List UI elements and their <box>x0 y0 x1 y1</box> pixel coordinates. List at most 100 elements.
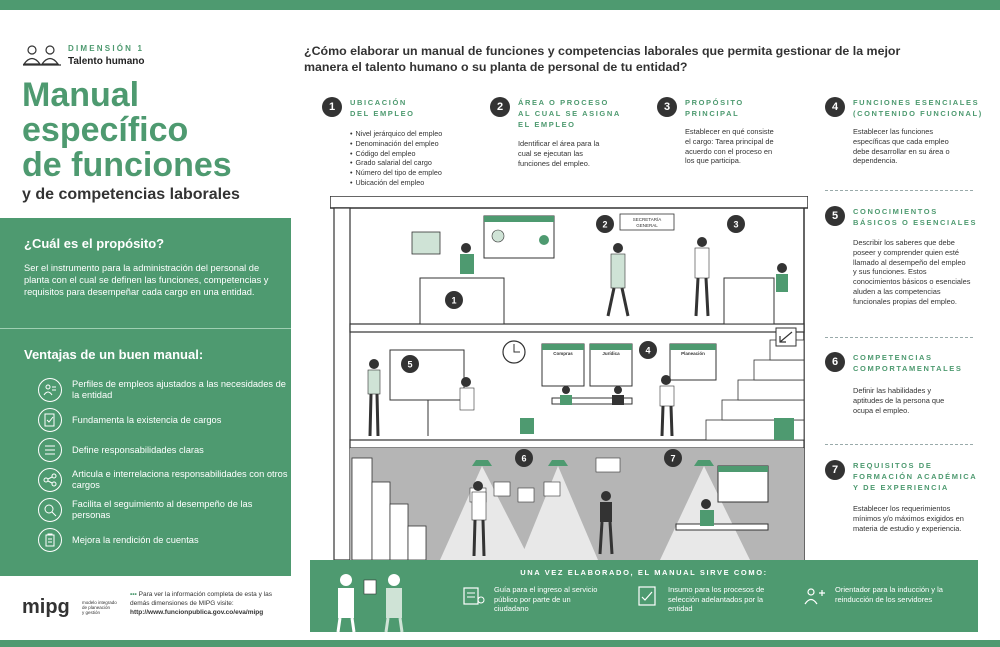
advantage-text: Facilita el seguimiento al desempeño de … <box>72 499 253 520</box>
step-title-line: PROPÓSITO <box>685 98 744 107</box>
step-2: 2 ÁREA O PROCESO AL CUAL SE ASIGNA EL EM… <box>490 97 650 168</box>
step-title: COMPETENCIAS COMPORTAMENTALES <box>853 352 962 374</box>
step-desc: Establecer los requerimientos mínimos y/… <box>853 504 964 533</box>
presentation-whiteboard <box>389 349 465 401</box>
marker-number: 3 <box>733 220 738 230</box>
list-item: Ubicación del empleo <box>350 178 490 188</box>
advantage-item: Mejora la rendición de cuentas <box>38 525 288 555</box>
marker-number: 6 <box>521 454 526 464</box>
board-compras <box>541 343 585 387</box>
step-title-line: COMPETENCIAS <box>853 353 933 362</box>
advantage-item: Perfiles de empleos ajustados a las nece… <box>38 375 288 405</box>
dimension-label: DIMENSIÓN 1 <box>68 44 145 53</box>
footer-url-link[interactable]: http://www.funcionpublica.gov.co/eva/mip… <box>130 609 264 616</box>
board-label: Planeación <box>681 351 705 356</box>
bookshelf <box>595 457 621 473</box>
list-item: Nivel jerárquico del empleo <box>350 129 490 139</box>
advantage-text: Perfiles de empleos ajustados a las nece… <box>72 379 286 400</box>
bottom-accent-bar <box>0 640 1000 647</box>
meeting-table <box>551 397 633 405</box>
secretaria-sign <box>619 213 675 231</box>
step-title-line: FORMACIÓN ACADÉMICA <box>853 472 978 481</box>
uses-title: UNA VEZ ELABORADO, EL MANUAL SIRVE COMO: <box>520 568 768 577</box>
step-title-line: Y DE EXPERIENCIA <box>853 483 949 492</box>
advantage-item: Facilita el seguimiento al desempeño de … <box>38 495 288 525</box>
use-text: Insumo para los procesos de selección ad… <box>668 585 765 613</box>
list-item: Número del tipo de empleo <box>350 168 490 178</box>
step-5: 5 CONOCIMIENTOS BÁSICOS O ESENCIALES Des… <box>825 206 985 306</box>
advantage-item: Articula e interrelaciona responsabilida… <box>38 465 288 495</box>
use-text: Guía para el ingreso al servicio público… <box>494 585 598 613</box>
marker-number: 5 <box>407 360 412 370</box>
magnifier-person-icon <box>38 498 62 522</box>
step-number: 2 <box>490 97 510 117</box>
guide-icon <box>463 587 485 605</box>
step-number: 7 <box>825 460 845 480</box>
sign-text: SECRETARÍA <box>633 216 661 222</box>
dimension-name: Talento humano <box>68 56 145 67</box>
use-item: Orientador para la inducción y la reindu… <box>803 585 953 607</box>
board-label: Compras <box>553 351 573 356</box>
purpose-text: Ser el instrumento para la administració… <box>24 263 269 297</box>
list-icon <box>38 438 62 462</box>
floor-slab-2 <box>349 439 805 449</box>
sign-text: GENERAL <box>636 223 658 228</box>
clipboard-icon <box>38 528 62 552</box>
panel-divider <box>0 328 291 329</box>
use-item: Insumo para los procesos de selección ad… <box>636 585 776 614</box>
advantage-item: Fundamenta la existencia de cargos <box>38 405 288 435</box>
step-1-list: Nivel jerárquico del empleo Denominación… <box>350 129 490 188</box>
title-line-2: específico <box>22 111 189 149</box>
board-juridica <box>589 343 633 387</box>
step-title-line: EL EMPLEO <box>518 120 576 129</box>
list-item: Denominación del empleo <box>350 139 490 149</box>
step-title: CONOCIMIENTOS BÁSICOS O ESENCIALES <box>853 206 977 228</box>
step-3: 3 PROPÓSITO PRINCIPAL Establecer en qué … <box>657 97 817 165</box>
use-item: Guía para el ingreso al servicio público… <box>462 585 602 614</box>
step-title: PROPÓSITO PRINCIPAL <box>685 97 744 119</box>
marker-number: 4 <box>645 346 650 356</box>
advantage-text: Fundamenta la existencia de cargos <box>72 414 222 425</box>
top-accent-bar <box>0 0 1000 10</box>
floor-slab-1 <box>349 323 805 333</box>
staircase-left <box>351 457 427 560</box>
page-subtitle: y de competencias laborales <box>22 186 240 203</box>
step-title-line: FUNCIONES ESENCIALES <box>853 98 980 107</box>
plant-pot <box>520 418 534 434</box>
svg-text:mipg: mipg <box>22 596 70 618</box>
step-desc: Establecer en qué consiste el cargo: Tar… <box>685 127 774 166</box>
step-6: 6 COMPETENCIAS COMPORTAMENTALES Definir … <box>825 352 985 415</box>
purpose-title: ¿Cuál es el propósito? <box>24 236 165 251</box>
step-title: REQUISITOS DE FORMACIÓN ACADÉMICA Y DE E… <box>853 460 977 493</box>
step-title-line: CONOCIMIENTOS <box>853 207 938 216</box>
title-line-1: Manual <box>22 76 140 114</box>
left-column <box>333 207 351 560</box>
plant-pot <box>774 418 794 440</box>
advantage-item: Define responsabilidades claras <box>38 435 288 465</box>
connections-icon <box>38 468 62 492</box>
advantage-text: Mejora la rendición de cuentas <box>72 534 199 545</box>
step-1: 1 UBICACIÓN DEL EMPLEO Nivel jerárquico … <box>322 97 482 187</box>
separator <box>825 444 973 445</box>
step-4: 4 FUNCIONES ESENCIALES (CONTENIDO FUNCIO… <box>825 97 985 165</box>
marker-number: 7 <box>670 454 675 464</box>
list-item: Grado salarial del cargo <box>350 158 490 168</box>
board-label: Jurídica <box>602 351 620 356</box>
step-title-line: BÁSICOS O ESENCIALES <box>853 218 978 227</box>
list-item: Código del empleo <box>350 149 490 159</box>
selection-icon <box>638 586 656 606</box>
people-exchanging-document-illustration <box>336 574 404 632</box>
page-title: Manual específico de funciones <box>22 78 292 183</box>
advantage-text: Define responsabilidades claras <box>72 444 204 455</box>
title-line-3: de funciones <box>22 146 232 184</box>
step-title-line: REQUISITOS DE <box>853 461 933 470</box>
use-text: Orientador para la inducción y la reindu… <box>835 585 943 604</box>
step-number: 6 <box>825 352 845 372</box>
step-title: ÁREA O PROCESO AL CUAL SE ASIGNA EL EMPL… <box>518 97 621 130</box>
note-text: Para ver la información completa de esta… <box>130 591 272 607</box>
step-title-line: COMPORTAMENTALES <box>853 364 963 373</box>
roof <box>330 196 808 209</box>
note-marker: ••• <box>130 591 137 598</box>
orientation-icon <box>804 588 825 605</box>
step-title-line: DEL EMPLEO <box>350 109 415 118</box>
